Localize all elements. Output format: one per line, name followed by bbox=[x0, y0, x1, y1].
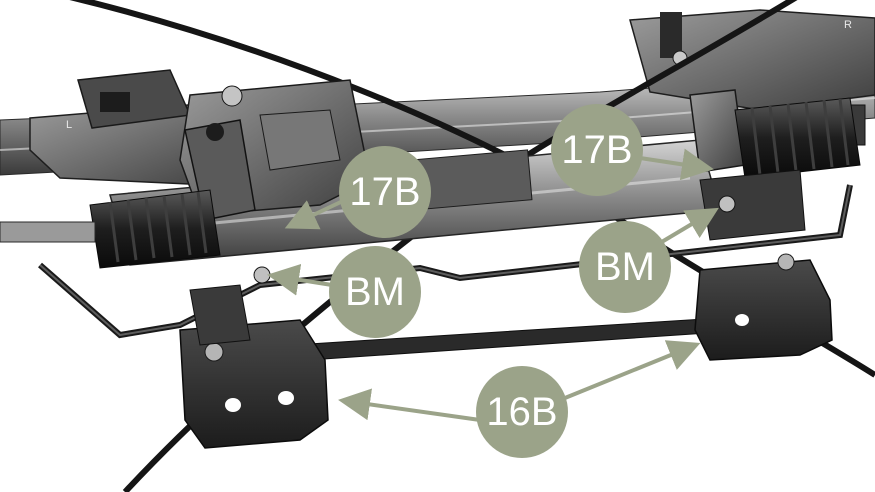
left-rack-boot bbox=[0, 189, 221, 269]
callout-17b-left: 17B bbox=[339, 146, 431, 238]
callout-bm-right-label: BM bbox=[595, 245, 655, 289]
callout-17b-left-label: 17B bbox=[349, 170, 420, 214]
left-arm-letter: L bbox=[66, 119, 72, 131]
callout-16b-label: 16B bbox=[486, 390, 557, 434]
right-rack-boot bbox=[734, 97, 861, 179]
callout-arrows bbox=[267, 148, 719, 422]
callout-bm-left: BM bbox=[329, 246, 421, 338]
callout-17b-right: 17B bbox=[551, 104, 643, 196]
callout-bm-right: BM bbox=[579, 221, 671, 313]
right-arm-letter: R bbox=[844, 19, 852, 31]
left-knuckle bbox=[179, 79, 371, 221]
left-bolt bbox=[253, 266, 271, 284]
right-upper-arm: R bbox=[629, 9, 875, 111]
right-bolt bbox=[718, 195, 736, 213]
right-mounting-plate bbox=[694, 169, 833, 361]
callout-17b-right-label: 17B bbox=[561, 128, 632, 172]
left-mounting-plate bbox=[179, 266, 329, 449]
callout-16b: 16B bbox=[476, 366, 568, 458]
callout-bm-left-label: BM bbox=[345, 270, 405, 314]
